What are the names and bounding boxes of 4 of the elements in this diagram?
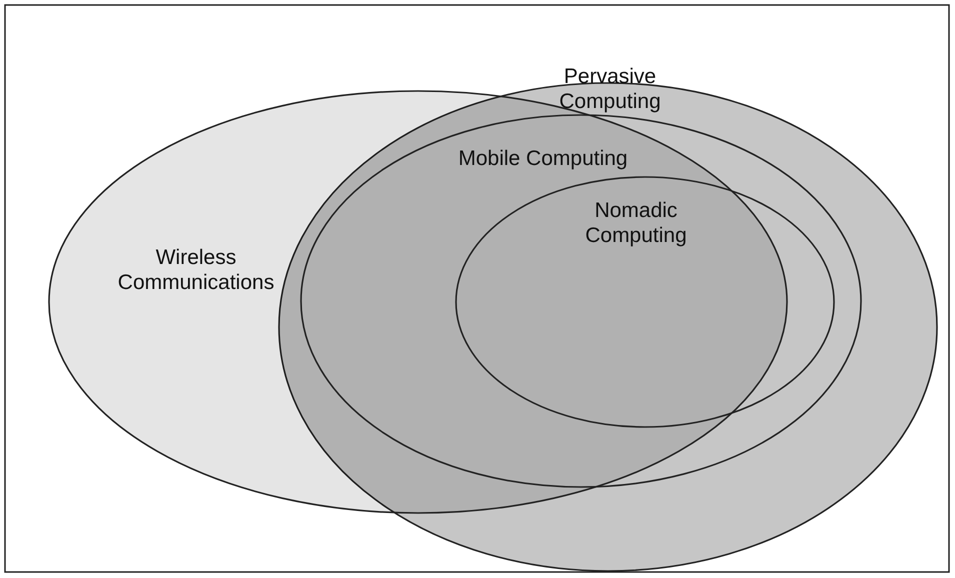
region-label: Mobile Computing [457, 146, 629, 171]
region-label: Nomadic Computing [584, 198, 688, 248]
region-label: Pervasive Computing [558, 64, 662, 114]
region-label: Wireless Communications [116, 245, 276, 295]
